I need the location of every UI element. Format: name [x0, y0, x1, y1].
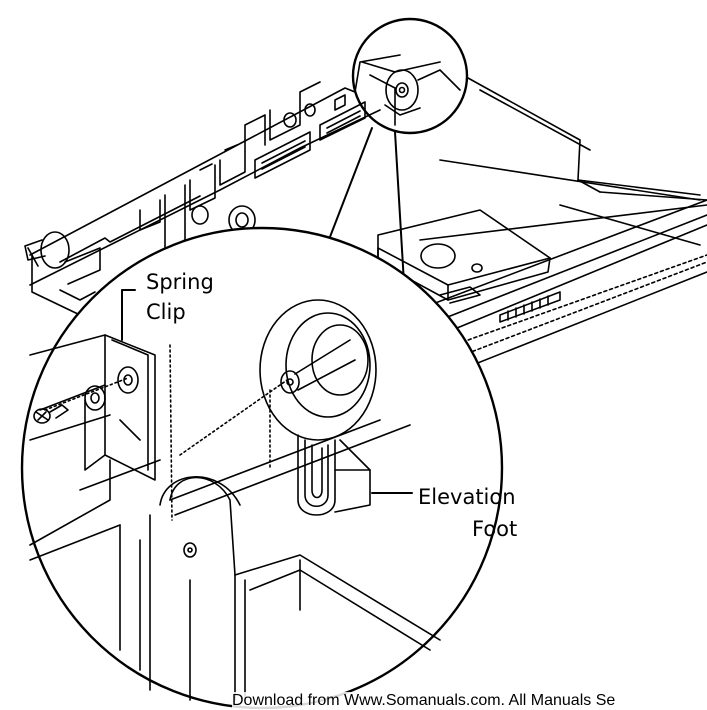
left-post — [24, 231, 101, 301]
elevation-foot-label-line2: Foot — [472, 517, 518, 541]
detail-source-circle — [351, 17, 469, 135]
chassis-tray — [419, 77, 707, 373]
download-footer: Download from Www.Somanuals.com. All Man… — [232, 692, 707, 710]
spring-clip-leader — [121, 289, 136, 341]
back-panel — [29, 54, 401, 316]
spring-clip-label-line1: Spring — [146, 270, 214, 294]
connector-line-right — [394, 131, 406, 301]
magnified-detail — [20, 226, 504, 709]
elevation-foot-label-line1: Elevation — [418, 485, 516, 509]
spring-clip-label-line2: Clip — [146, 300, 186, 324]
